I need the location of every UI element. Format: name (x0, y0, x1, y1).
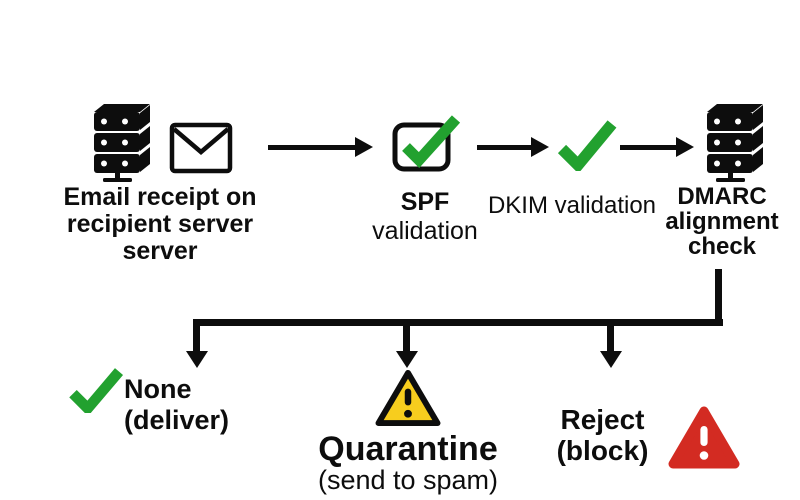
dmarc-label-line3: check (687, 233, 757, 260)
quarantine-label: Quarantine (318, 430, 498, 468)
email-receipt-label-line3: server (122, 237, 198, 265)
flow-arrow (620, 137, 694, 157)
server-icon (707, 104, 763, 182)
branch-arrow-none (193, 319, 200, 353)
dmarc-drop-line (715, 269, 722, 326)
envelope-icon (169, 122, 233, 174)
branch-arrow-quarantine (403, 319, 410, 353)
dmarc-alignment-check-label: DMARC alignment check (652, 184, 792, 259)
reject-label-line2: (block) (556, 435, 649, 466)
flow-arrow (268, 137, 373, 157)
quarantine-sublabel: (send to spam) (317, 465, 499, 495)
green-check-icon (557, 120, 617, 171)
flow-arrow (477, 137, 549, 157)
checkbox-checked-icon (392, 115, 461, 172)
branch-line (193, 319, 723, 326)
branch-arrowhead-quarantine (395, 351, 418, 368)
reject-label-line1: Reject (560, 404, 645, 435)
dkim-validation-label: DKIM validation (487, 192, 657, 219)
spf-validation-label: SPF validation (355, 188, 495, 246)
spf-label-line2: validation (372, 217, 478, 245)
reject-block-label: Reject (block) (540, 404, 665, 466)
spf-label-line1: SPF (400, 188, 450, 216)
email-receipt-label: Email receipt on recipient server server (40, 184, 280, 265)
green-check-icon (69, 368, 124, 413)
branch-arrow-reject (607, 319, 614, 353)
email-receipt-label-line2: recipient server (66, 210, 254, 238)
yellow-warning-triangle-icon (375, 369, 441, 427)
branch-arrowhead-reject (599, 351, 622, 368)
none-deliver-label: None (deliver) (124, 374, 230, 435)
server-icon (94, 104, 150, 182)
dmarc-label-line2: alignment (665, 208, 779, 235)
branch-arrowhead-none (185, 351, 208, 368)
dmarc-label-line1: DMARC (677, 183, 767, 210)
email-receipt-label-line1: Email receipt on (63, 183, 257, 211)
red-alert-triangle-icon (668, 406, 740, 469)
